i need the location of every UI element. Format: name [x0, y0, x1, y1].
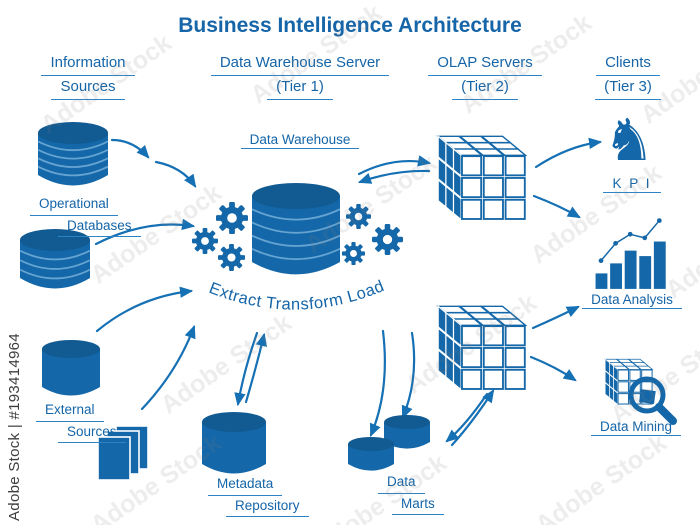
kpi-label: K P I	[596, 176, 668, 193]
arrow-olap1-to-kpi	[534, 137, 603, 169]
data-mining-cube-icon	[604, 358, 656, 406]
arrow-etl-to-metadata	[234, 331, 259, 407]
external-sources-icon	[42, 340, 100, 396]
gear-cluster-left-icon	[192, 202, 248, 271]
metadata-repository-label: Metadata Repository	[208, 474, 309, 518]
column-header-dw-server: Data Warehouse Server (Tier 1)	[210, 52, 390, 100]
data-mining-icon	[602, 352, 682, 430]
arrow-opdb-to-etl-1	[110, 138, 150, 159]
arrow-opdb-to-etl-2	[154, 160, 197, 188]
data-warehouse-label: Data Warehouse	[240, 132, 360, 149]
data-analysis-label: Data Analysis	[580, 292, 684, 309]
arrow-docs-to-etl	[140, 324, 196, 411]
etl-label: Extract Transform Load	[207, 277, 387, 314]
arrow-etl-to-mart-1	[369, 329, 386, 438]
header-line: (Tier 1)	[267, 76, 333, 100]
metadata-repository-icon	[202, 412, 266, 474]
svg-text:Extract Transform Load: Extract Transform Load	[207, 277, 387, 314]
page-title: Business Intelligence Architecture	[178, 14, 522, 37]
arrow-olap1-to-dw	[357, 169, 431, 184]
header-line: (Tier 2)	[452, 76, 518, 100]
header-line: Data Warehouse Server	[210, 52, 390, 76]
documents-stack-icon	[98, 426, 150, 482]
data-warehouse-cylinder-icon	[252, 183, 340, 275]
olap-cube-top-icon	[436, 134, 532, 223]
stock-id-watermark: Adobe Stock | #193414964	[6, 333, 23, 521]
header-line: (Tier 3)	[595, 76, 661, 100]
operational-databases-icon	[38, 122, 108, 186]
header-line: OLAP Servers	[428, 52, 542, 76]
data-mining-label: Data Mining	[586, 419, 686, 436]
arrow-marts-to-olap2	[450, 389, 495, 447]
database-cylinder-icon	[20, 229, 90, 289]
arrow-olap2-to-mining	[529, 355, 577, 382]
column-header-clients: Clients (Tier 3)	[578, 52, 678, 100]
arrow-etl-to-mart-2	[401, 331, 416, 420]
operational-databases-label: Operational Databases	[30, 194, 141, 238]
arrow-db2-to-etl	[94, 218, 196, 246]
data-mart-icon-back	[384, 415, 430, 449]
kpi-knight-icon: ♞	[603, 108, 655, 173]
magnifier-icon	[628, 376, 677, 425]
header-line: Clients	[596, 52, 660, 76]
data-mart-icon-front	[348, 437, 394, 471]
header-line: Information	[41, 52, 135, 76]
arrow-olap1-to-analysis	[532, 194, 581, 219]
olap-cube-bottom-icon	[436, 304, 532, 393]
arrow-olap2-to-analysis	[531, 305, 580, 330]
data-analysis-chart-icon	[591, 212, 673, 292]
header-line: Sources	[51, 76, 125, 100]
column-header-information-sources: Information Sources	[28, 52, 148, 100]
column-header-olap-servers: OLAP Servers (Tier 2)	[425, 52, 545, 100]
data-marts-label: Data Marts	[378, 472, 444, 516]
arrow-dw-to-olap1	[357, 155, 432, 176]
arrow-olap2-to-marts	[445, 392, 489, 443]
gear-cluster-right-icon	[342, 204, 403, 265]
arrow-metadata-to-etl	[244, 332, 267, 404]
arrow-external-to-etl	[95, 286, 194, 333]
external-sources-label: External Sources	[36, 400, 126, 444]
